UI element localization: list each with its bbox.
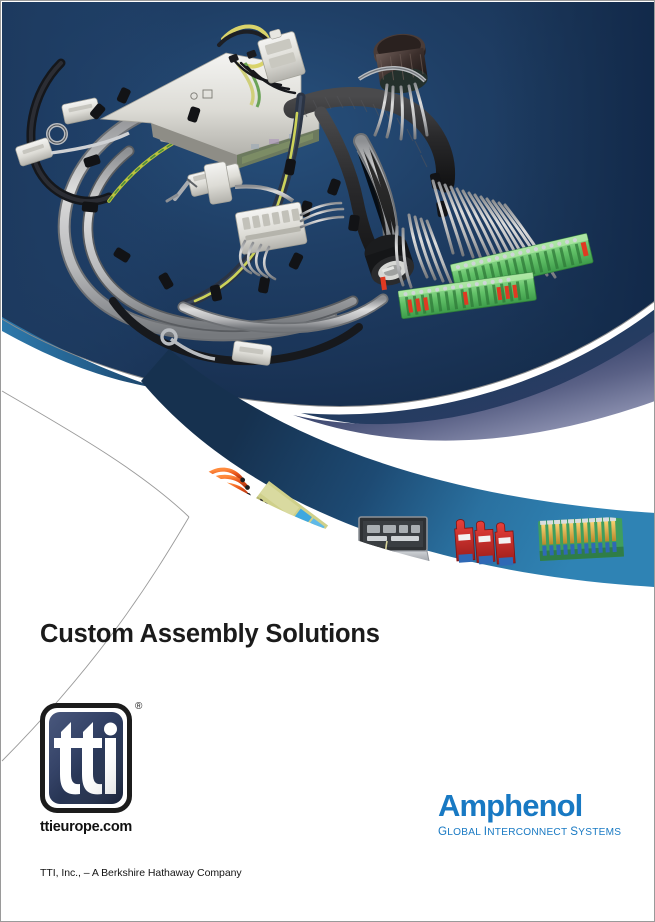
- tti-company-tagline: TTI, Inc., – A Berkshire Hathaway Compan…: [40, 867, 242, 879]
- hero-photo-group: [2, 2, 654, 407]
- upper-swoosh-band-2: [293, 331, 654, 441]
- amphenol-tagline-s: S: [570, 825, 579, 838]
- registered-trademark-icon: ®: [135, 701, 143, 712]
- white-connector-top: [257, 28, 306, 84]
- toggle-switch-assembly: [165, 161, 295, 205]
- tti-logo: ®: [40, 701, 155, 813]
- decorative-hairline-upper: [1, 390, 190, 518]
- amphenol-logo: Amphenol GLOBAL INTERCONNECT SYSTEMS: [438, 790, 623, 838]
- red-connector-trio: [454, 519, 516, 566]
- tti-badge: [40, 703, 132, 813]
- green-terminal-pcb: [538, 516, 624, 561]
- decorative-hairline-lower: [1, 516, 190, 762]
- amphenol-wordmark: Amphenol: [438, 788, 583, 823]
- white-junction-block: [235, 201, 308, 255]
- green-terminal-block-small: [397, 272, 537, 320]
- page-title: Custom Assembly Solutions: [40, 620, 380, 648]
- amphenol-tagline-i: I: [483, 825, 488, 838]
- black-circular-connector: [373, 33, 428, 94]
- amphenol-tagline-nterconnect: NTERCONNECT: [487, 827, 571, 838]
- enclosure-box: [352, 516, 432, 572]
- grey-bundle-center: [353, 133, 399, 249]
- tti-badge-inner: [49, 712, 123, 804]
- wiring-harness-illustration: [15, 24, 594, 366]
- hero-bottom-hairline: [1, 301, 654, 407]
- orange-cable-assembly: [185, 467, 251, 498]
- tti-website-url[interactable]: ttieurope.com: [40, 819, 132, 835]
- amphenol-tagline-g: G: [438, 825, 448, 838]
- amphenol-tagline-ystems: YSTEMS: [578, 827, 622, 838]
- amphenol-tagline: GLOBAL INTERCONNECT SYSTEMS: [438, 825, 623, 838]
- lower-swoosh-band: [141, 349, 654, 587]
- amphenol-tagline-lobal: LOBAL: [447, 827, 484, 838]
